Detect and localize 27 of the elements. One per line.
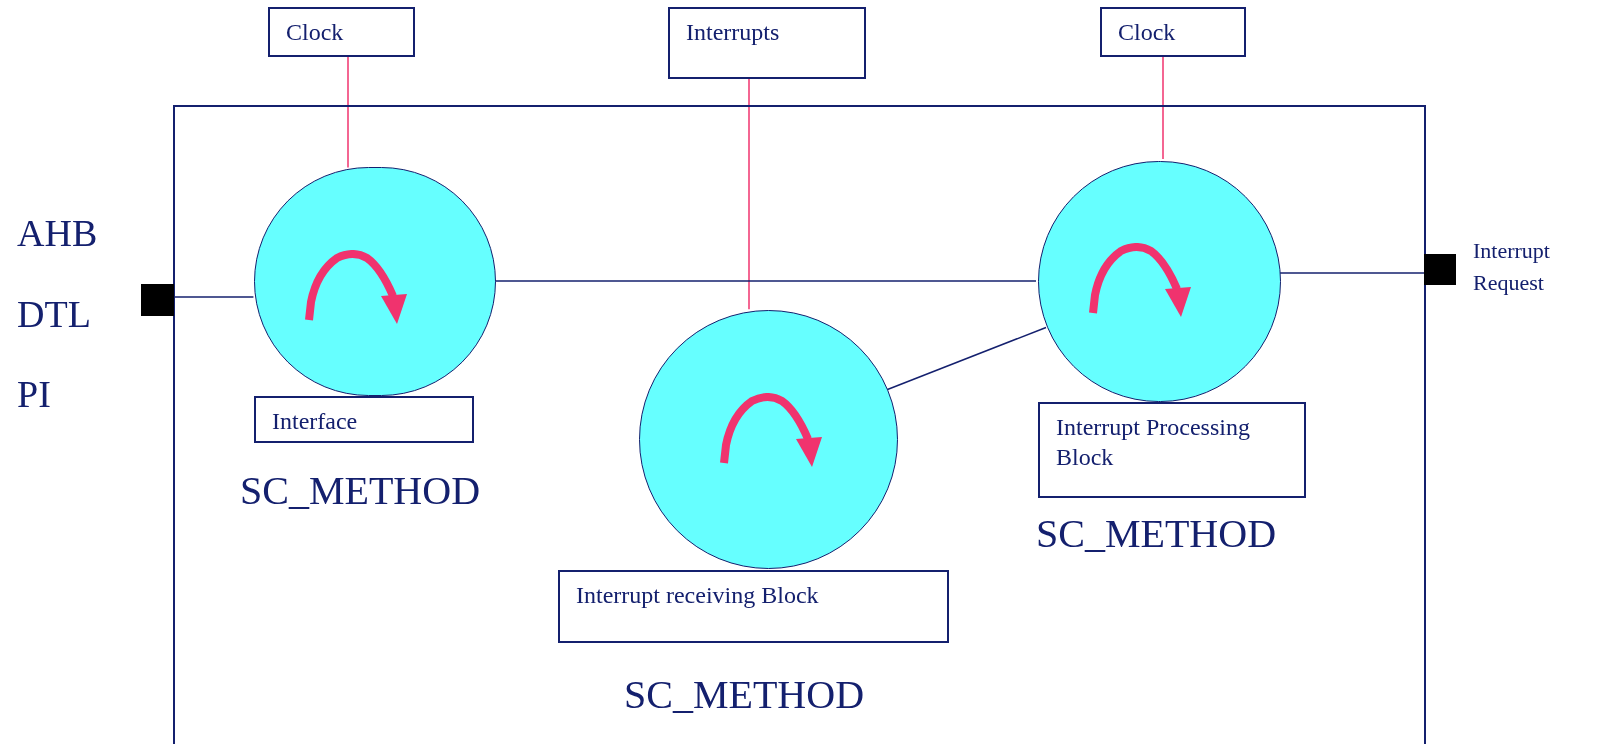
method-label: SC_METHOD bbox=[240, 467, 481, 515]
box-label: Interrupt receiving Block bbox=[576, 581, 820, 610]
label-box bbox=[1100, 7, 1246, 57]
bus-label: AHB bbox=[17, 211, 98, 256]
box-label: Clock bbox=[286, 18, 345, 47]
connector-line bbox=[347, 56, 349, 169]
method-label: Interrupt Request bbox=[1473, 237, 1551, 297]
bus-label: DTL bbox=[17, 292, 91, 337]
bus-label: PI bbox=[17, 372, 51, 417]
connector-line bbox=[173, 296, 255, 298]
box-label: Interrupt Processing Block bbox=[1056, 413, 1251, 472]
method-label: SC_METHOD bbox=[1036, 510, 1277, 558]
box-label: Clock bbox=[1118, 18, 1177, 47]
connector-line bbox=[886, 326, 1047, 391]
label-box bbox=[268, 7, 415, 57]
label-box bbox=[668, 7, 866, 79]
box-label: Interrupts bbox=[686, 18, 781, 47]
port-square bbox=[141, 284, 174, 316]
label-box bbox=[558, 570, 949, 643]
port-square bbox=[1424, 254, 1456, 285]
connector-line bbox=[1162, 56, 1164, 160]
block-frame bbox=[173, 105, 1426, 744]
label-box bbox=[254, 396, 474, 443]
connector-line bbox=[748, 78, 750, 310]
box-label: Interface bbox=[272, 407, 359, 436]
label-box bbox=[1038, 402, 1306, 498]
method-label: SC_METHOD bbox=[624, 671, 865, 719]
